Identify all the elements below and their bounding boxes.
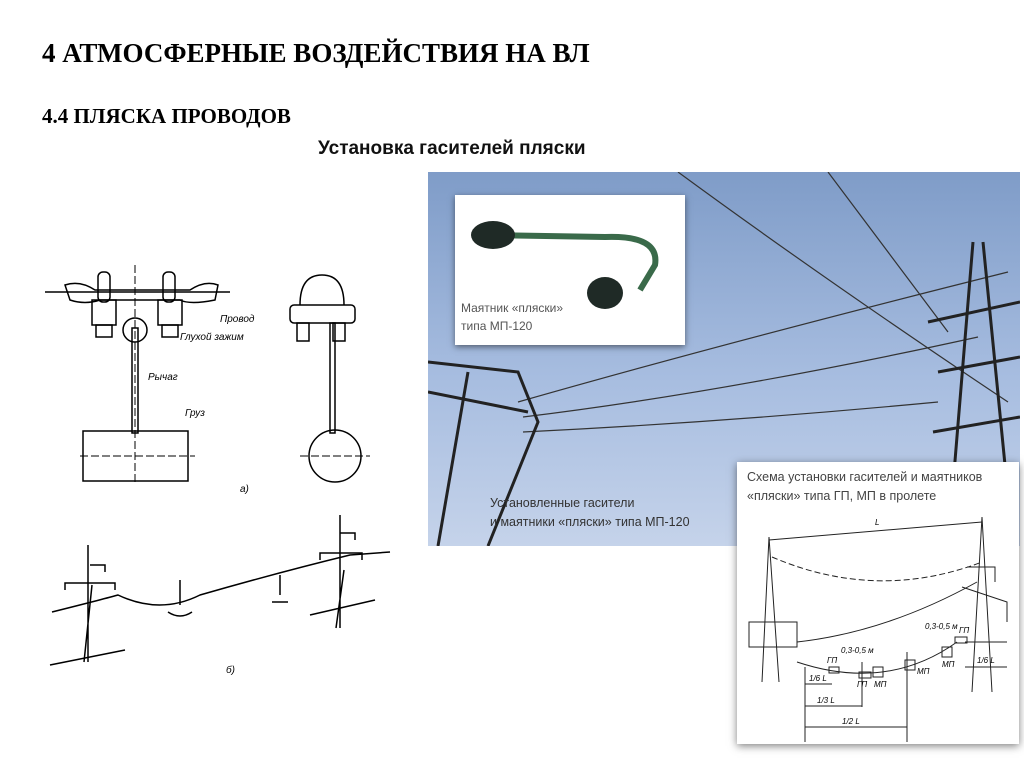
inset-caption-line1: Маятник «пляски» (461, 301, 564, 315)
offset-label-2: 0,3-0,5 м (925, 622, 958, 631)
gp-label-2: ГП (857, 680, 868, 689)
installation-scheme: Схема установки гасителей и маятников «п… (737, 462, 1019, 744)
scheme-caption-line2: «пляски» типа ГП, МП в пролете (747, 489, 937, 503)
photo-caption-line2: и маятники «пляски» типа МП-120 (490, 515, 690, 529)
sixth-label-left: 1/6 L (809, 674, 827, 683)
inset-caption-line2: типа МП-120 (461, 319, 533, 333)
damper-drawing (45, 265, 391, 666)
mp-label-3: МП (942, 660, 955, 669)
slide-subtitle: 4.4 ПЛЯСКА ПРОВОДОВ (42, 104, 291, 128)
span-length-label: L (875, 518, 880, 527)
gp-label-1: ГП (827, 656, 838, 665)
scheme-drawing (748, 516, 1008, 742)
label-clamp: Глухой зажим (180, 332, 244, 343)
towers-and-wires-image (428, 172, 1020, 546)
section-caption: Установка гасителей пляски (318, 138, 586, 159)
third-label: 1/3 L (817, 696, 835, 705)
slide-title: 4 АТМОСФЕРНЫЕ ВОЗДЕЙСТВИЯ НА ВЛ (42, 38, 590, 68)
pendulum-inset: Маятник «пляски» типа МП-120 (455, 195, 685, 345)
label-wire: Провод (220, 314, 255, 325)
sixth-label-right: 1/6 L (977, 656, 995, 665)
photo-caption-line1: Установленные гасители (490, 496, 635, 510)
pendulum-image (471, 221, 659, 309)
scheme-caption-line1: Схема установки гасителей и маятников (747, 470, 983, 484)
gp-label-3: ГП (959, 626, 970, 635)
half-label: 1/2 L (842, 717, 860, 726)
photo-caption: Установленные гасители и маятники «пляск… (490, 494, 690, 532)
label-lever: Рычаг (148, 372, 178, 383)
offset-label-1: 0,3-0,5 м (841, 646, 874, 655)
label-fig-b: б) (226, 665, 235, 676)
mp-label-1: МП (874, 680, 887, 689)
mp-label-2: МП (917, 667, 930, 676)
label-fig-a: а) (240, 484, 249, 495)
label-weight: Груз (185, 408, 205, 419)
